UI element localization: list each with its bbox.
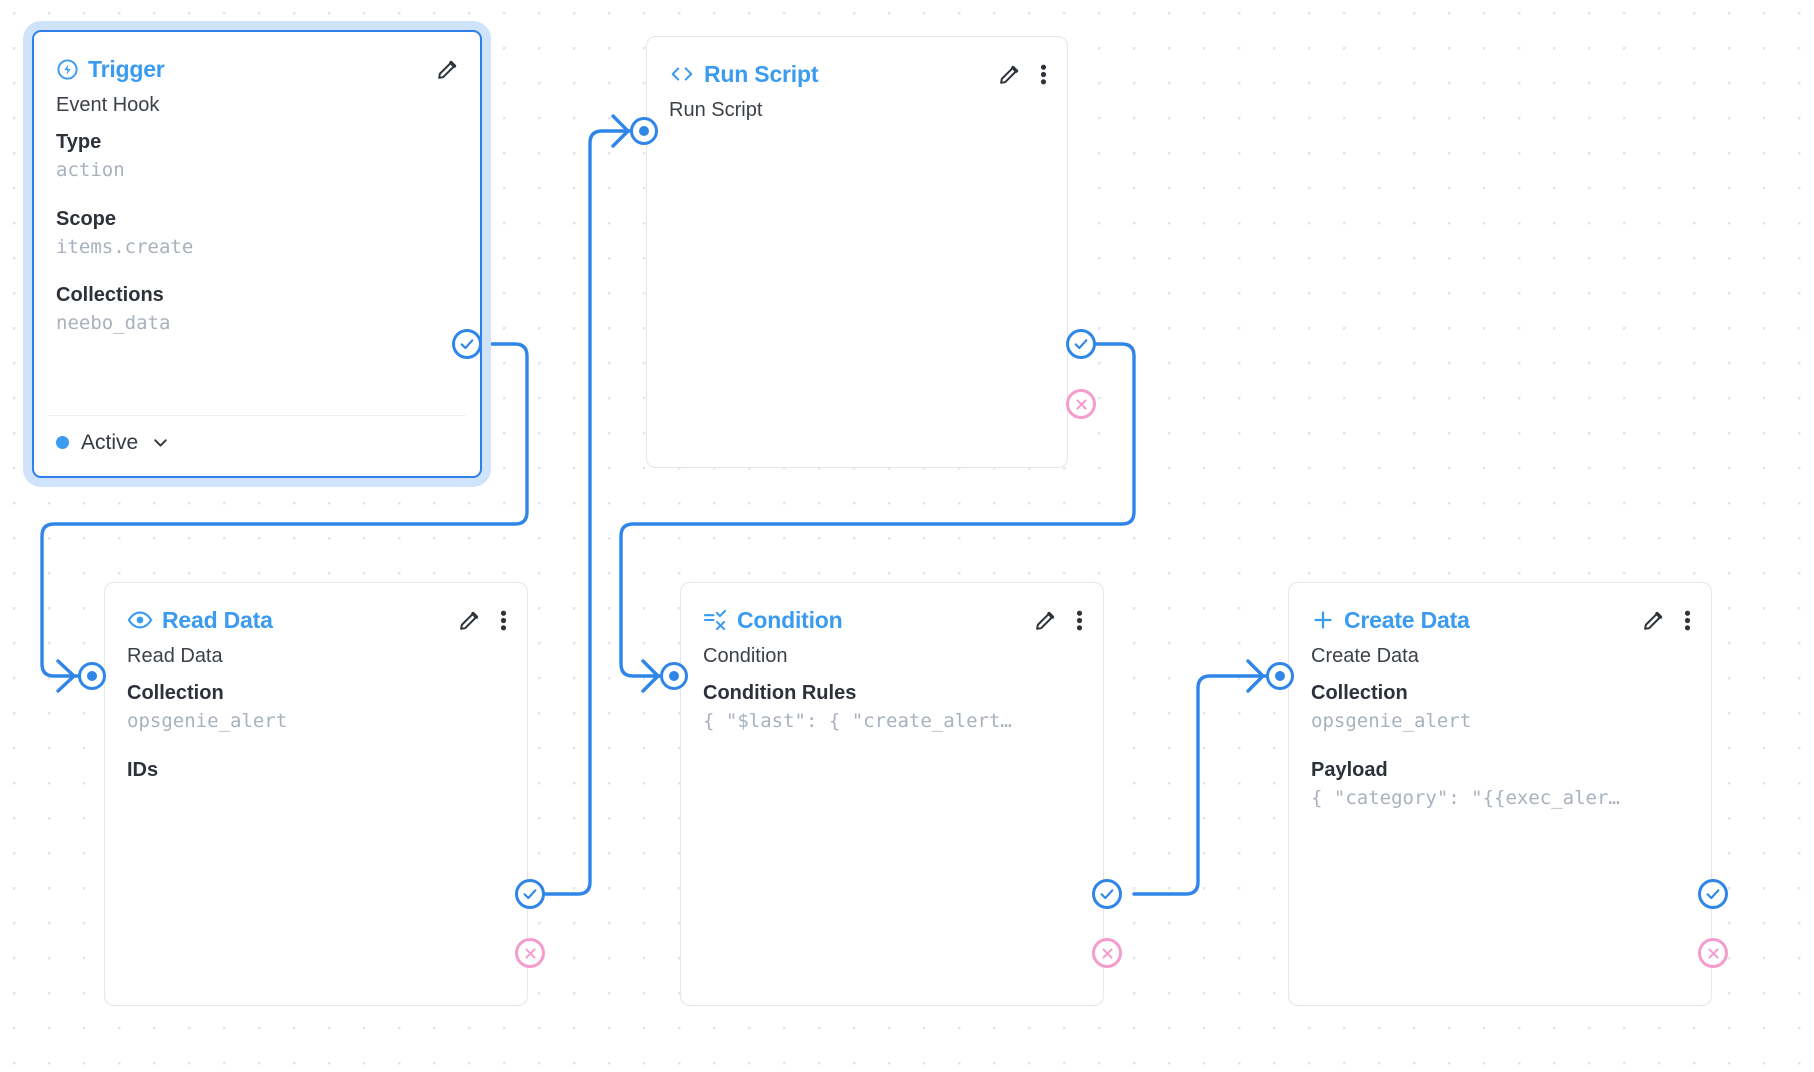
field-read-data: Read Data (127, 645, 223, 667)
node-condition-title: Condition (737, 606, 843, 633)
port-reject-condition[interactable] (1092, 938, 1122, 968)
port-input-read-data[interactable] (78, 662, 106, 690)
wire-condition-to-create-data (1132, 674, 1268, 896)
node-condition[interactable]: Condition Condition Condition Rules (680, 582, 1104, 1006)
node-read-data-header: Read Data (105, 583, 527, 641)
node-run-script-title-group: Run Script (669, 60, 819, 87)
edit-pencil-icon[interactable] (1641, 608, 1666, 633)
field-value-collections: neebo_data (56, 312, 171, 335)
node-create-data-title: Create Data (1344, 606, 1470, 633)
node-read-data-actions (457, 608, 507, 633)
port-input-condition[interactable] (660, 662, 688, 690)
port-resolve-read-data[interactable] (515, 879, 545, 909)
node-run-script-header: Run Script (647, 37, 1067, 95)
more-vertical-icon[interactable] (1684, 608, 1691, 633)
port-input-run-script[interactable] (630, 117, 658, 145)
node-trigger[interactable]: Trigger Event Hook Type action Scope ite… (32, 30, 482, 478)
node-create-data-header: Create Data (1289, 583, 1711, 641)
port-resolve-create-data[interactable] (1698, 879, 1728, 909)
node-run-script-actions (997, 62, 1047, 87)
field-label-collections: Collections (56, 284, 164, 307)
status-dropdown[interactable]: Active (56, 432, 171, 453)
edit-pencil-icon[interactable] (997, 62, 1022, 87)
field-label-type: Type (56, 131, 102, 153)
check-circle-icon (1706, 889, 1720, 900)
arrowhead-create-data (1246, 659, 1265, 693)
x-circle-icon (1101, 947, 1113, 959)
node-read-data-title: Read Data (162, 606, 273, 633)
node-run-script-body: Run Script (647, 95, 1067, 140)
field-event-hook: Event Hook (56, 94, 160, 116)
more-vertical-icon[interactable] (1076, 608, 1083, 633)
field-label-payload: Payload (1311, 758, 1388, 781)
node-condition-title-group: Condition (703, 606, 843, 633)
edit-pencil-icon[interactable] (435, 57, 460, 82)
arrowhead-run-script (611, 114, 630, 148)
check-circle-icon (523, 889, 537, 900)
check-circle-icon (1100, 889, 1114, 900)
node-create-data[interactable]: Create Data Create Data Collection (1288, 582, 1712, 1006)
node-create-data-body: Create Data Collection opsgenie_alert Pa… (1289, 641, 1711, 826)
node-read-data[interactable]: Read Data Read Data Collection o (104, 582, 528, 1006)
code-brackets-icon (669, 63, 695, 85)
x-circle-icon (524, 947, 536, 959)
node-trigger-footer: Active (48, 415, 466, 468)
field-label-ids: IDs (127, 758, 159, 781)
x-circle-icon (1707, 947, 1719, 959)
node-trigger-title-group: Trigger (56, 55, 165, 82)
more-vertical-icon[interactable] (500, 608, 507, 633)
field-value-scope: items.create (56, 235, 194, 258)
field-label-collection: Collection (127, 682, 224, 704)
field-value-collection: opsgenie_alert (127, 710, 288, 732)
arrowhead-read-data (56, 659, 76, 693)
edit-pencil-icon[interactable] (457, 608, 482, 633)
chevron-down-icon (150, 432, 171, 453)
node-condition-header: Condition (681, 583, 1103, 641)
node-trigger-header: Trigger (34, 32, 480, 90)
field-run-script: Run Script (669, 99, 763, 121)
status-label: Active (81, 431, 139, 454)
condition-filter-icon (703, 609, 728, 631)
eye-icon (127, 610, 153, 630)
node-trigger-title: Trigger (88, 55, 165, 82)
field-value-condition-rules: { "$last": { "create_alert… (703, 710, 1012, 732)
check-circle-icon (460, 339, 474, 350)
node-create-data-title-group: Create Data (1311, 608, 1470, 632)
node-read-data-body: Read Data Collection opsgenie_alert IDs (105, 641, 527, 799)
node-condition-body: Condition Condition Rules { "$last": { "… (681, 641, 1103, 750)
port-resolve-trigger[interactable] (452, 329, 482, 359)
node-trigger-actions (435, 57, 460, 82)
check-circle-icon (1074, 339, 1088, 350)
field-value-payload: { "category": "{{exec_aler… (1311, 786, 1620, 809)
edit-pencil-icon[interactable] (1033, 608, 1058, 633)
field-value-type: action (56, 159, 125, 181)
more-vertical-icon[interactable] (1040, 62, 1047, 87)
node-create-data-actions (1641, 608, 1691, 633)
plus-icon (1311, 608, 1335, 632)
field-label-condition-rules: Condition Rules (703, 682, 857, 704)
port-reject-run-script[interactable] (1066, 389, 1096, 419)
node-trigger-body: Event Hook Type action Scope items.creat… (34, 90, 480, 352)
port-input-create-data[interactable] (1266, 662, 1294, 690)
port-reject-read-data[interactable] (515, 938, 545, 968)
node-run-script-title: Run Script (704, 60, 819, 87)
node-condition-actions (1033, 608, 1083, 633)
bolt-circle-icon (56, 58, 79, 81)
field-label-scope: Scope (56, 207, 117, 230)
arrowhead-condition (641, 659, 660, 693)
field-label-collection: Collection (1311, 682, 1408, 704)
field-value-collection: opsgenie_alert (1311, 710, 1472, 732)
x-circle-icon (1075, 398, 1087, 410)
node-run-script[interactable]: Run Script Run Script (646, 36, 1068, 468)
wire-read-data-to-run-script (543, 129, 632, 896)
field-condition: Condition (703, 645, 788, 667)
port-resolve-run-script[interactable] (1066, 329, 1096, 359)
status-dot-icon (56, 436, 69, 449)
field-create-data: Create Data (1311, 645, 1419, 667)
node-read-data-title-group: Read Data (127, 606, 273, 633)
port-resolve-condition[interactable] (1092, 879, 1122, 909)
port-reject-create-data[interactable] (1698, 938, 1728, 968)
